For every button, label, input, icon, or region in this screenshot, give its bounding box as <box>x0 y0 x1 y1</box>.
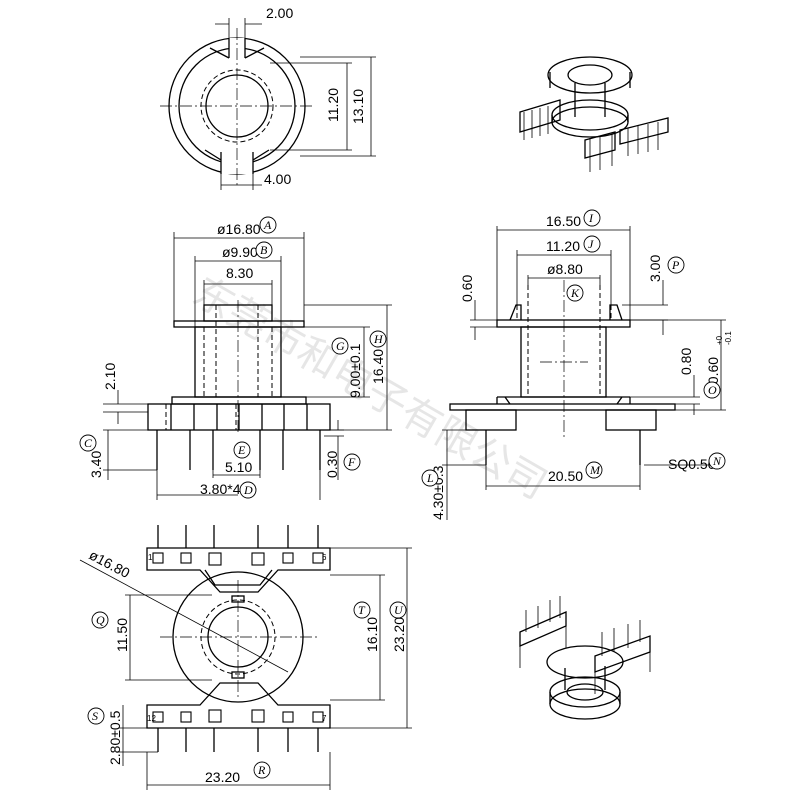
label-h: H <box>373 332 384 346</box>
dim-h: 16.40 <box>370 349 386 384</box>
dim-p: 3.00 <box>647 255 663 282</box>
iso-view-top <box>519 56 669 172</box>
dim-q: 11.50 <box>114 618 130 652</box>
dim-b: ø9.90 <box>222 244 258 260</box>
dim-f: 0.30 <box>324 451 340 478</box>
label-b: B <box>260 243 268 257</box>
label-g: G <box>336 339 345 353</box>
label-m: M <box>589 463 601 477</box>
dim-t: 16.10 <box>364 617 380 652</box>
label-c: C <box>84 436 93 450</box>
pin-number-12: 12 <box>147 714 156 723</box>
label-d: D <box>243 483 253 497</box>
dim-u: 23.20 <box>391 617 407 652</box>
dim-outer-dia: 13.10 <box>350 89 366 124</box>
pin-number-1: 1 <box>148 553 153 562</box>
dim-slot-width: 2.00 <box>266 5 293 21</box>
dim-s: 2.80±0.5 <box>107 710 123 765</box>
dim-n: SQ0.50 <box>668 456 716 472</box>
label-f: F <box>347 455 356 469</box>
dim-8-30: 8.30 <box>226 265 253 281</box>
dim-o-tol-lower: -0.1 <box>724 331 733 345</box>
dim-0-60: 0.60 <box>459 275 475 302</box>
pin-number-6: 6 <box>322 553 327 562</box>
side-view: 16.50 I 11.20 J ø8.80 K 0.60 3.00 P 0.80… <box>421 209 733 520</box>
dim-a: ø16.80 <box>217 221 261 237</box>
dim-bottom-slot: 4.00 <box>264 171 291 187</box>
label-p: P <box>671 258 680 272</box>
label-j: J <box>588 237 594 251</box>
label-t: T <box>358 603 366 617</box>
label-a: A <box>263 218 272 232</box>
label-e: E <box>237 443 246 457</box>
label-r: R <box>257 763 266 777</box>
label-s: S <box>92 709 98 723</box>
dim-r: 23.20 <box>205 769 240 785</box>
dim-g: 9.00±0.1 <box>347 343 363 398</box>
pin-number-7: 7 <box>322 714 327 723</box>
front-view: ø16.80 A ø9.90 B 8.30 9.00±0.1 G 16.40 H… <box>79 216 392 500</box>
label-q: Q <box>96 613 105 627</box>
label-i: I <box>588 211 594 225</box>
label-k: K <box>570 286 580 300</box>
dim-j: 11.20 <box>546 238 580 254</box>
dim-2-10: 2.10 <box>102 363 118 390</box>
label-u: U <box>394 603 404 617</box>
dim-inner-dia: 11.20 <box>325 88 341 122</box>
iso-view-bottom <box>519 596 651 720</box>
label-n: N <box>712 454 722 468</box>
label-l: L <box>426 471 434 485</box>
dim-i: 16.50 <box>546 213 581 229</box>
label-o: O <box>708 383 717 397</box>
top-view: 2.00 11.20 13.10 4.00 <box>160 5 376 190</box>
dim-o-tol-upper: +0 <box>715 335 724 345</box>
dim-k: ø8.80 <box>547 261 583 277</box>
dim-0-80: 0.80 <box>678 348 694 375</box>
dim-d: 3.80*4 <box>200 481 241 497</box>
dim-c: 3.40 <box>88 451 104 478</box>
dim-m: 20.50 <box>548 468 583 484</box>
dim-5-10: 5.10 <box>225 459 252 475</box>
bottom-view: 1 6 12 7 ø16.80 11.50 Q 16.10 T 23.20 U … <box>79 525 412 790</box>
